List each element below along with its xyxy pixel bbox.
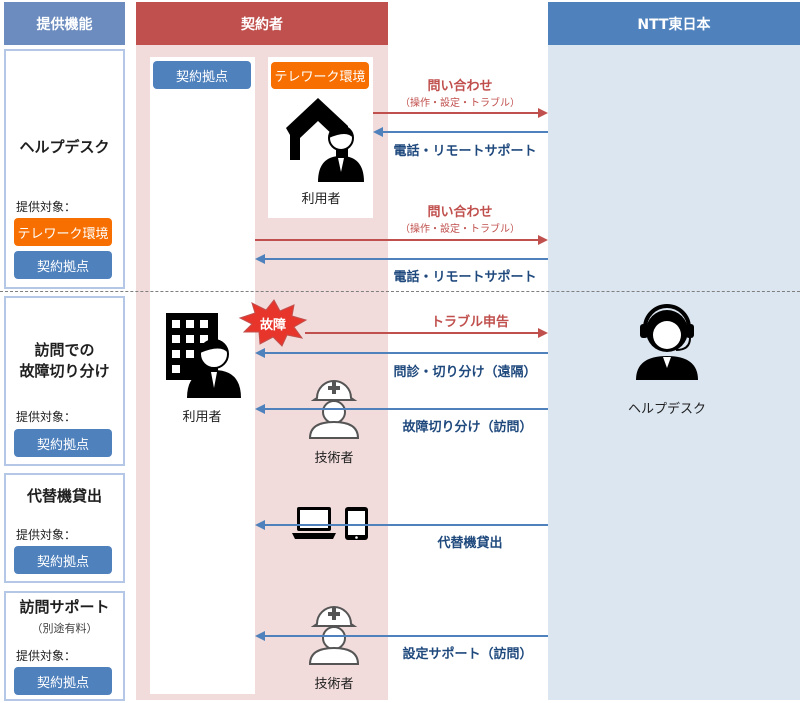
contractor-header: 契約者 bbox=[136, 2, 388, 45]
headset-operator-icon bbox=[636, 304, 698, 380]
function-title: ヘルプデスク bbox=[19, 138, 110, 156]
inquiry-sub-label: （操作・設定・トラブル） bbox=[400, 224, 520, 235]
technician-label: 技術者 bbox=[314, 451, 354, 466]
function-title: 訪問サポート bbox=[19, 598, 110, 616]
loaner-label: 代替機貸出 bbox=[437, 536, 503, 551]
site-user-label: 利用者 bbox=[182, 410, 222, 425]
badge-contract-site: 契約拠点 bbox=[14, 251, 112, 279]
badge-contract-site: 契約拠点 bbox=[14, 546, 112, 574]
fault-burst-icon bbox=[238, 299, 308, 347]
section-divider bbox=[0, 291, 800, 292]
target-label: 提供対象： bbox=[16, 410, 77, 424]
target-label: 提供対象： bbox=[16, 649, 77, 663]
function-visit-support: 訪問サポート （別途有料） 提供対象： 契約拠点 bbox=[4, 591, 125, 701]
function-title: 代替機貸出 bbox=[26, 487, 102, 505]
remote-diagnosis-label: 問診・切り分け（遠隔） bbox=[393, 365, 537, 380]
technician-icon bbox=[308, 380, 360, 439]
phone-remote-label: 電話・リモートサポート bbox=[393, 270, 537, 285]
function-title-line2: 故障切り分け bbox=[19, 362, 110, 380]
function-subtitle: （別途有料） bbox=[31, 622, 98, 635]
inquiry-sub-label: （操作・設定・トラブル） bbox=[400, 98, 520, 109]
office-user-icon bbox=[187, 339, 241, 398]
inquiry-label: 問い合わせ bbox=[427, 205, 493, 220]
helpdesk-label: ヘルプデスク bbox=[627, 402, 706, 417]
visit-isolation-label: 故障切り分け（訪問） bbox=[402, 420, 533, 435]
target-label: 提供対象： bbox=[16, 200, 77, 214]
target-label: 提供対象： bbox=[16, 528, 77, 542]
function-loaner: 代替機貸出 提供対象： 契約拠点 bbox=[4, 473, 125, 583]
function-visit-isolation: 訪問での 故障切り分け 提供対象： 契約拠点 bbox=[4, 296, 125, 466]
setup-visit-label: 設定サポート（訪問） bbox=[402, 647, 533, 662]
inquiry-label: 問い合わせ bbox=[427, 79, 493, 94]
contract-site-badge: 契約拠点 bbox=[153, 61, 251, 89]
trouble-report-label: トラブル申告 bbox=[430, 315, 509, 330]
tablet-icon bbox=[345, 507, 368, 540]
fault-label: 故障 bbox=[259, 318, 286, 333]
badge-contract-site: 契約拠点 bbox=[14, 429, 112, 457]
technician-icon bbox=[308, 606, 360, 665]
telework-user-label: 利用者 bbox=[301, 192, 341, 207]
home-user-icon bbox=[286, 98, 364, 182]
telework-badge: テレワーク環境 bbox=[271, 62, 369, 89]
ntt-header: NTT東日本 bbox=[548, 2, 800, 45]
badge-contract-site: 契約拠点 bbox=[14, 667, 112, 695]
technician-label: 技術者 bbox=[314, 677, 354, 692]
function-helpdesk: ヘルプデスク 提供対象： テレワーク環境 契約拠点 bbox=[4, 49, 125, 289]
functions-header: 提供機能 bbox=[4, 2, 125, 45]
phone-remote-label: 電話・リモートサポート bbox=[393, 144, 537, 159]
function-title-line1: 訪問での bbox=[34, 341, 95, 359]
badge-telework: テレワーク環境 bbox=[14, 218, 112, 246]
laptop-icon bbox=[292, 507, 336, 539]
